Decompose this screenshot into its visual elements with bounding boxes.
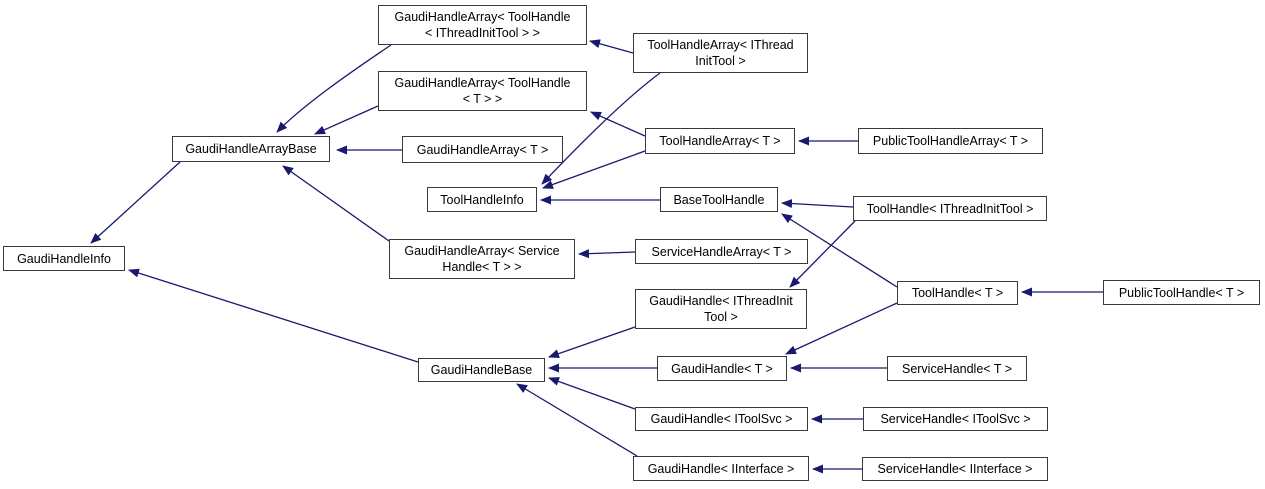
class-node-gaudihandlearraybase[interactable]: GaudiHandleArrayBase <box>172 136 330 162</box>
inheritance-edge-gaudihandlearray-toolhandle-t--gaudihandlearraybase <box>314 105 379 135</box>
inheritance-edge-toolhandle-t--gaudihandle-t <box>785 302 898 355</box>
class-node-label: GaudiHandleArray< ToolHandle < IThreadIn… <box>394 10 571 40</box>
class-node-gaudihandlearray-toolhandle-t[interactable]: GaudiHandleArray< ToolHandle < T > > <box>378 71 587 111</box>
class-node-gaudihandlearray-servicehandle-t[interactable]: GaudiHandleArray< Service Handle< T > > <box>389 239 575 279</box>
class-node-toolhandlearray-t[interactable]: ToolHandleArray< T > <box>645 128 795 154</box>
class-node-servicehandlearray-t[interactable]: ServiceHandleArray< T > <box>635 239 808 264</box>
class-node-label: GaudiHandleArray< ToolHandle < T > > <box>394 76 571 106</box>
class-node-label: ServiceHandleArray< T > <box>651 244 792 259</box>
inheritance-edge-toolhandlearray-t--gaudihandlearray-toolhandle-t <box>590 111 646 137</box>
class-node-label: GaudiHandle< IThreadInit Tool > <box>649 294 793 324</box>
inheritance-edge-servicehandlearray-t--gaudihandlearray-servicehandle-t <box>578 249 636 259</box>
inheritance-edge-toolhandle-t--basetoolhandle <box>781 213 898 288</box>
class-node-toolhandlearray-ithreadinittool[interactable]: ToolHandleArray< IThread InitTool > <box>633 33 808 73</box>
class-node-servicehandle-iinterface[interactable]: ServiceHandle< IInterface > <box>862 457 1048 481</box>
inheritance-edge-gaudihandlearray-toolhandle-ithreadinittool--gaudihandlearraybase <box>276 44 392 133</box>
class-node-label: GaudiHandleArray< T > <box>416 142 549 157</box>
class-node-label: ServiceHandle< IToolSvc > <box>880 412 1031 426</box>
inheritance-edge-gaudihandlearraybase--gaudihandleinfo <box>90 161 181 244</box>
class-node-gaudihandlearray-t[interactable]: GaudiHandleArray< T > <box>402 136 563 163</box>
class-node-servicehandle-itoolsvc[interactable]: ServiceHandle< IToolSvc > <box>863 407 1048 431</box>
class-node-label: GaudiHandle< IInterface > <box>647 461 795 476</box>
class-node-gaudihandlebase[interactable]: GaudiHandleBase <box>418 358 545 382</box>
class-node-gaudihandle-ithreadinittool[interactable]: GaudiHandle< IThreadInit Tool > <box>635 289 807 329</box>
inheritance-edge-toolhandle-ithreadinittool--basetoolhandle <box>781 199 854 209</box>
class-node-label: ToolHandleInfo <box>440 192 524 207</box>
class-node-label: ServiceHandle< IInterface > <box>877 462 1033 476</box>
inheritance-edge-toolhandlearray-t--toolhandleinfo <box>542 150 646 189</box>
class-node-publictoolhandlearray-t[interactable]: PublicToolHandleArray< T > <box>858 128 1043 154</box>
inheritance-edge-gaudihandle-ithreadinittool--gaudihandlebase <box>548 326 636 358</box>
inheritance-edge-gaudihandlebase--gaudihandleinfo <box>128 268 419 363</box>
class-node-gaudihandle-iinterface[interactable]: GaudiHandle< IInterface > <box>633 456 809 481</box>
inheritance-edge-toolhandlearray-ithreadinittool--toolhandleinfo <box>541 72 661 185</box>
class-node-gaudihandle-itoolsvc[interactable]: GaudiHandle< IToolSvc > <box>635 407 808 431</box>
class-node-toolhandle-t[interactable]: ToolHandle< T > <box>897 281 1018 305</box>
class-node-label: GaudiHandle< T > <box>671 361 773 376</box>
class-node-basetoolhandle[interactable]: BaseToolHandle <box>660 187 778 212</box>
class-node-toolhandle-ithreadinittool[interactable]: ToolHandle< IThreadInitTool > <box>853 196 1047 221</box>
class-node-gaudihandlearray-toolhandle-ithreadinittool[interactable]: GaudiHandleArray< ToolHandle < IThreadIn… <box>378 5 587 45</box>
class-node-label: ToolHandleArray< IThread InitTool > <box>647 38 794 68</box>
inheritance-edge-gaudihandle-iinterface--gaudihandlebase <box>516 383 638 457</box>
inheritance-edge-toolhandlearray-ithreadinittool--gaudihandlearray-toolhandle-ithreadinittool <box>589 39 634 54</box>
class-node-label: ServiceHandle< T > <box>901 361 1013 376</box>
class-node-label: ToolHandle< IThreadInitTool > <box>866 201 1034 216</box>
class-node-servicehandle-t[interactable]: ServiceHandle< T > <box>887 356 1027 381</box>
class-node-label: ToolHandle< T > <box>911 286 1004 300</box>
class-node-gaudihandle-t[interactable]: GaudiHandle< T > <box>657 356 787 381</box>
class-node-label: ToolHandleArray< T > <box>659 134 781 148</box>
class-node-label: PublicToolHandleArray< T > <box>872 134 1029 148</box>
class-node-label: GaudiHandleBase <box>430 363 533 377</box>
class-node-toolhandleinfo[interactable]: ToolHandleInfo <box>427 187 537 212</box>
inheritance-edge-gaudihandlearray-servicehandle-t--gaudihandlearraybase <box>282 165 390 242</box>
class-node-label: GaudiHandleInfo <box>17 251 111 266</box>
class-node-label: GaudiHandle< IToolSvc > <box>650 412 793 426</box>
class-node-publictoolhandle-t[interactable]: PublicToolHandle< T > <box>1103 280 1260 305</box>
class-node-label: GaudiHandleArray< Service Handle< T > > <box>404 244 560 274</box>
class-node-label: GaudiHandleArrayBase <box>185 142 317 156</box>
class-node-label: BaseToolHandle <box>673 192 765 207</box>
inheritance-edge-gaudihandle-itoolsvc--gaudihandlebase <box>548 377 636 410</box>
class-node-gaudihandleinfo[interactable]: GaudiHandleInfo <box>3 246 125 271</box>
inheritance-edge-toolhandle-ithreadinittool--gaudihandle-ithreadinittool <box>789 220 856 288</box>
class-node-label: PublicToolHandle< T > <box>1118 285 1245 300</box>
